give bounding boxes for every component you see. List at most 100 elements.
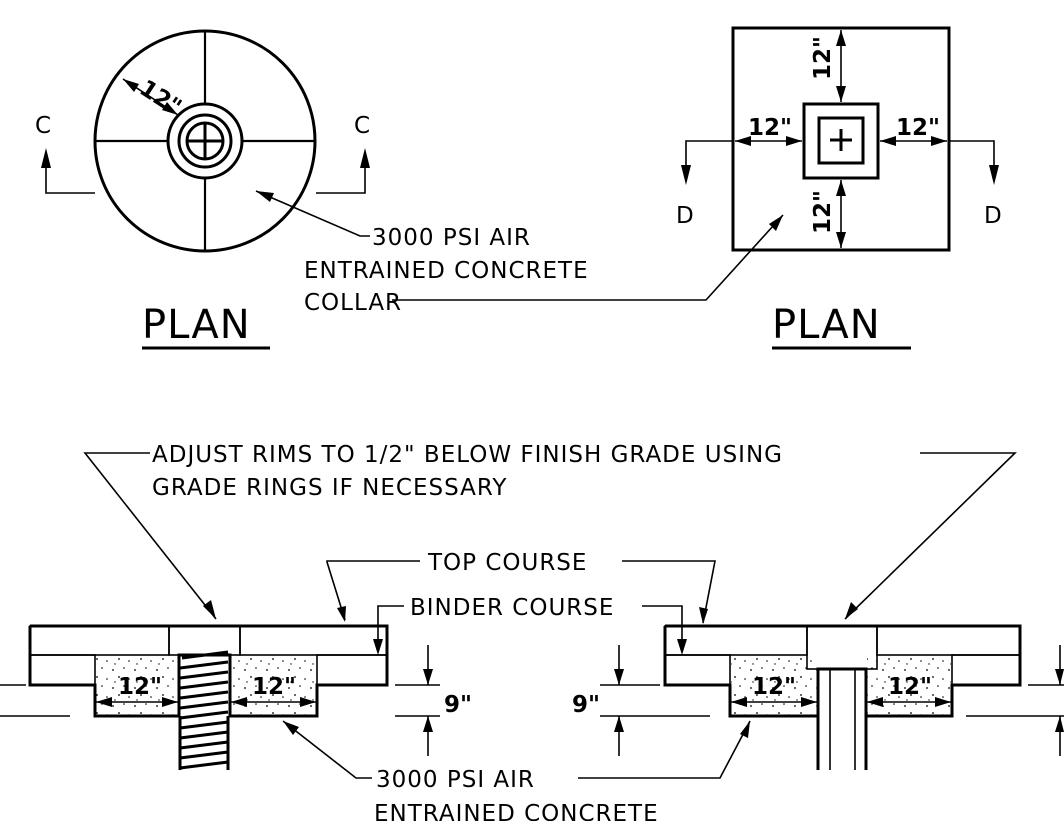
dim-top-label: 12" bbox=[810, 36, 836, 80]
depth-dim-right-arrow-bottom bbox=[614, 716, 624, 732]
section-mark-d-right: D bbox=[984, 203, 1003, 229]
radius-arrow-inner bbox=[162, 102, 178, 115]
depth-dim-right-arrow-top bbox=[614, 669, 624, 685]
bottom-note-leader-right bbox=[578, 720, 751, 779]
bottom-note-leader-right-arrow bbox=[740, 721, 750, 738]
radius-arrow-outer bbox=[123, 79, 139, 92]
binder-course-label: BINDER COURSE bbox=[410, 595, 614, 621]
top-course-label: TOP COURSE bbox=[427, 550, 587, 576]
adjust-note: ADJUST RIMS TO 1/2" BELOW FINISH GRADE U… bbox=[83, 442, 1017, 620]
collar-note-line-2: ENTRAINED CONCRETE bbox=[304, 258, 589, 284]
section-arrow-c-left bbox=[41, 148, 51, 168]
collar-dim-left-b-arrow-2 bbox=[300, 697, 316, 707]
dim-top-arrow-b bbox=[836, 86, 846, 102]
section-arrow-d-right bbox=[989, 165, 999, 185]
section-right-outline bbox=[663, 624, 1022, 718]
depth-dim-left-arrow-top bbox=[423, 669, 433, 685]
bottom-note-line-2: ENTRAINED CONCRETE bbox=[374, 801, 659, 821]
plan-left-title: PLAN bbox=[142, 302, 251, 348]
grade-rings bbox=[178, 650, 230, 770]
dim-bottom-arrow-b bbox=[836, 232, 846, 248]
collar-note: 3000 PSI AIR ENTRAINED CONCRETE COLLAR bbox=[255, 190, 784, 316]
collar-dim-right-b-arrow-2 bbox=[935, 697, 951, 707]
dim-right-label: 12" bbox=[896, 115, 940, 141]
binder-course-leader-left-arrow bbox=[373, 639, 383, 655]
ground-dim-right-arrow-top bbox=[1055, 669, 1064, 685]
dim-right-arrow-b bbox=[931, 136, 947, 146]
section-arrow-c-right bbox=[360, 148, 370, 168]
adjust-leader-left-arrow bbox=[203, 600, 216, 619]
frame-inner-square bbox=[817, 116, 865, 165]
binder-course-left-a bbox=[29, 654, 96, 686]
section-line-d-left bbox=[685, 140, 733, 178]
bottom-note-line-1: 3000 PSI AIR bbox=[376, 767, 535, 793]
adjust-leader-right bbox=[844, 452, 1017, 620]
bottom-note: 3000 PSI AIR ENTRAINED CONCRETE bbox=[282, 720, 751, 821]
collar-dim-right-b-arrow-1 bbox=[867, 697, 883, 707]
dim-bottom-arrow-a bbox=[836, 180, 846, 196]
section-mark-c-left: C bbox=[35, 113, 52, 139]
adjust-note-line-1: ADJUST RIMS TO 1/2" BELOW FINISH GRADE U… bbox=[152, 442, 783, 468]
depth-dim-left-arrow-bottom bbox=[423, 716, 433, 732]
depth-dim-left: 9" bbox=[444, 692, 472, 718]
binder-course-leader-right bbox=[642, 605, 683, 650]
dim-bottom-label: 12" bbox=[810, 190, 836, 234]
collar-dim-right-a-arrow-1 bbox=[731, 697, 747, 707]
frame-outer-square bbox=[802, 102, 880, 180]
collar-dim-right-b: 12" bbox=[888, 674, 932, 700]
course-labels: TOP COURSE BINDER COURSE bbox=[326, 550, 716, 655]
section-right: 12" 12" 9" bbox=[572, 624, 1064, 770]
collar-dim-left-a-arrow-1 bbox=[96, 697, 112, 707]
binder-course-leader-left bbox=[377, 605, 404, 650]
top-course-leader-left bbox=[326, 560, 420, 621]
adjust-note-line-2: GRADE RINGS IF NECESSARY bbox=[152, 475, 507, 501]
binder-course-right-a bbox=[664, 654, 731, 686]
adjust-leader-right-arrow bbox=[845, 602, 858, 619]
collar-dim-left-b-arrow-1 bbox=[231, 697, 247, 707]
dim-left-arrow-a bbox=[735, 136, 751, 146]
collar-dim-right-a: 12" bbox=[752, 674, 796, 700]
section-line-c-right bbox=[316, 155, 366, 194]
top-course-left-a bbox=[29, 625, 170, 656]
dim-left-arrow-b bbox=[786, 136, 802, 146]
top-course-leader-right bbox=[622, 560, 716, 624]
ground-dim-right-arrow-bottom bbox=[1055, 716, 1064, 732]
dim-top-arrow-a bbox=[836, 30, 846, 46]
top-course-left-b bbox=[239, 625, 388, 656]
dim-right-arrow-a bbox=[880, 136, 896, 146]
plan-circular: 12" C C PLAN bbox=[35, 29, 371, 350]
collar-note-line-3: COLLAR bbox=[304, 290, 402, 316]
collar-dim-left-a-arrow-2 bbox=[162, 697, 178, 707]
section-line-d-right bbox=[949, 140, 995, 178]
collar-dim-left-a: 12" bbox=[118, 674, 162, 700]
collar-leader-right bbox=[392, 214, 784, 301]
depth-dim-right: 9" bbox=[572, 692, 600, 718]
collar-dim-left-b: 12" bbox=[252, 674, 296, 700]
binder-course-right-b bbox=[951, 654, 1021, 686]
frame-top-left bbox=[168, 625, 241, 656]
top-course-right-b bbox=[876, 625, 1021, 656]
section-mark-c-right: C bbox=[354, 113, 371, 139]
collar-leader-right-arrow bbox=[769, 215, 783, 231]
collar-leader-left-arrow bbox=[256, 191, 274, 202]
binder-course-leader-right-arrow bbox=[677, 639, 687, 655]
section-mark-d-left: D bbox=[676, 203, 695, 229]
collar-leader-left bbox=[255, 190, 370, 237]
binder-course-left-b bbox=[316, 654, 388, 686]
adjust-leader-left bbox=[83, 452, 217, 620]
bottom-note-leader-left-arrow bbox=[283, 721, 299, 735]
bottom-note-leader-left bbox=[282, 720, 372, 779]
collar-dim-right-a-arrow-2 bbox=[801, 697, 817, 707]
section-line-c-left bbox=[45, 155, 95, 194]
top-course-leader-left-arrow bbox=[337, 606, 346, 622]
top-course-leader-right-arrow bbox=[699, 607, 708, 624]
frame-inner-circle bbox=[177, 113, 233, 169]
section-left: 12" 12" 9" bbox=[0, 624, 472, 770]
plan-square: 12" 12" 12" 12" D D PLAN bbox=[676, 26, 1003, 350]
section-arrow-d-left bbox=[681, 165, 691, 185]
section-left-outline bbox=[28, 624, 389, 718]
frame-top-right bbox=[806, 625, 878, 670]
collar-square bbox=[731, 26, 951, 252]
collar-note-line-1: 3000 PSI AIR bbox=[372, 225, 531, 251]
